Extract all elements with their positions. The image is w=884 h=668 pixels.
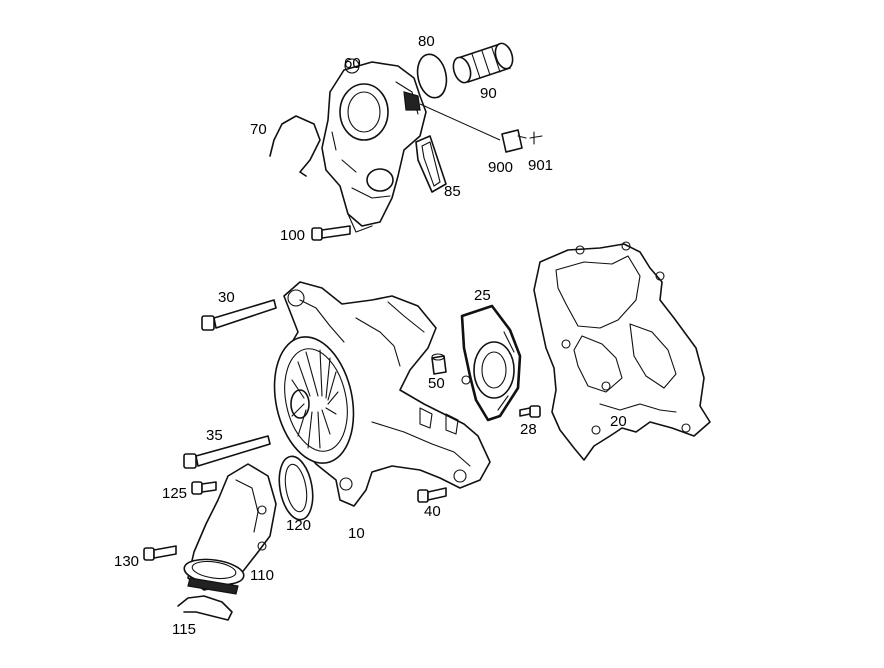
callout-900: 900 [488,159,513,176]
callout-130: 130 [114,553,139,570]
bolt-35[interactable] [183,435,271,469]
pin-901[interactable] [529,131,543,145]
bolt-28[interactable] [519,405,541,418]
cover-plate-25[interactable] [460,304,522,422]
gasket-85[interactable] [415,135,447,193]
thermostat-insert-90[interactable] [450,41,515,85]
bolt-30[interactable] [201,299,277,331]
gasket-120[interactable] [275,454,318,523]
sleeve-50[interactable] [431,353,447,375]
bolt-125[interactable] [191,481,217,495]
callout-60: 60 [344,55,361,72]
impeller-wheel [273,336,355,464]
callout-85: 85 [444,183,461,200]
callout-35: 35 [206,427,223,444]
callout-30: 30 [218,289,235,306]
callout-80: 80 [418,33,435,50]
gasket-20[interactable] [533,241,711,461]
callout-90: 90 [480,85,497,102]
sensor-900[interactable] [501,129,527,153]
callout-115: 115 [172,621,196,638]
callout-25: 25 [474,287,491,304]
spring-clip-70[interactable] [269,115,321,177]
callout-901: 901 [528,157,553,174]
callout-40: 40 [424,503,441,520]
callout-50: 50 [428,375,445,392]
bolt-40[interactable] [417,487,447,503]
callout-20: 20 [610,413,627,430]
callout-10: 10 [348,525,365,542]
callout-125: 125 [162,485,187,502]
bolt-130[interactable] [143,545,177,561]
callout-100: 100 [280,227,305,244]
bolt-100[interactable] [311,225,351,241]
callout-28: 28 [520,421,537,438]
thermostat-housing-60[interactable] [321,58,427,233]
callout-70: 70 [250,121,267,138]
connection-pipe-110[interactable] [183,463,277,595]
callout-110: 110 [250,567,274,584]
spring-clip-115[interactable] [177,595,233,621]
o-ring-80[interactable] [414,52,451,101]
callout-120: 120 [286,517,311,534]
